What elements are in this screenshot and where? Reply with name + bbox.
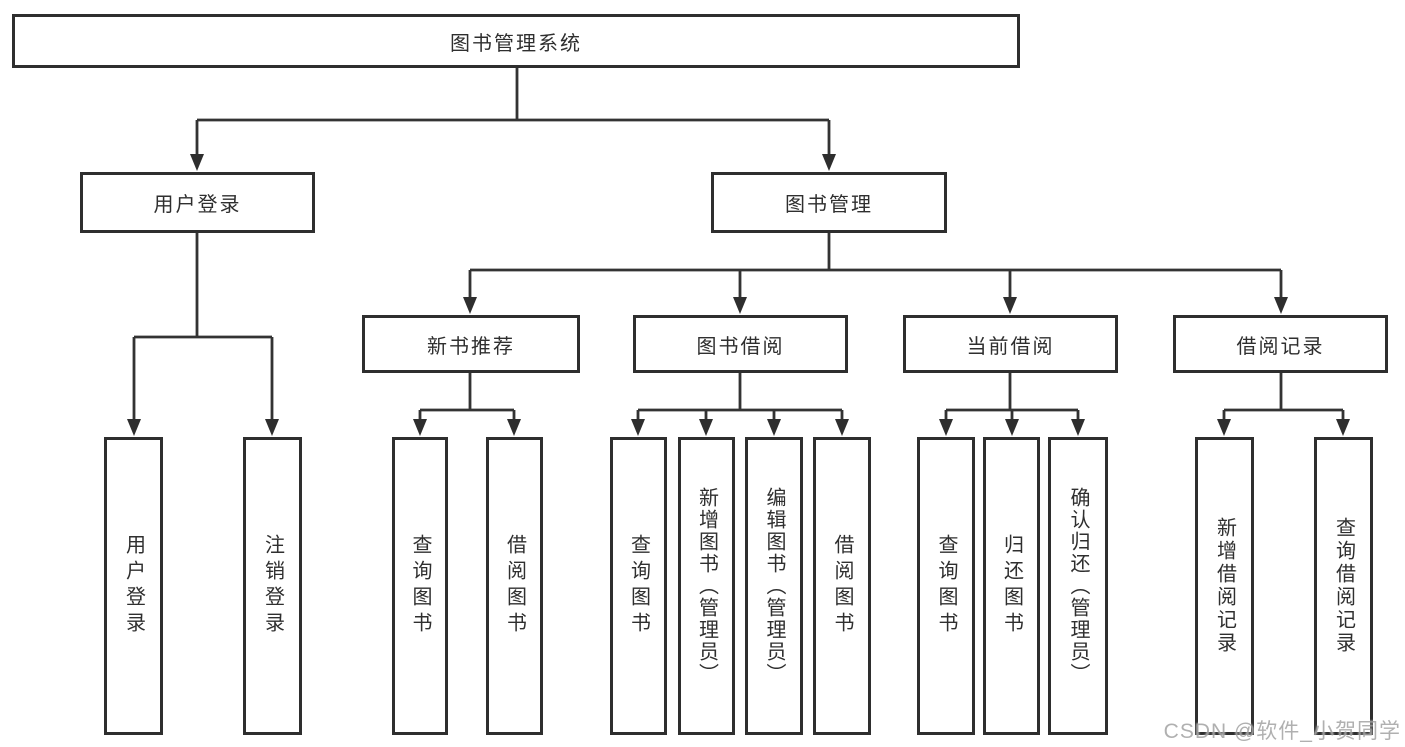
node-new-book-recommendation: 新书推荐 (362, 315, 580, 373)
leaf-edit-books-admin: 编辑图书（管理员） (745, 437, 803, 735)
node-library-management-system: 图书管理系统 (12, 14, 1020, 68)
leaf-borrow-books-recommend: 借阅图书 (486, 437, 543, 735)
leaf-query-borrow-record: 查询借阅记录 (1314, 437, 1373, 735)
leaf-query-books-recommend: 查询图书 (392, 437, 448, 735)
leaf-borrow-books: 借阅图书 (813, 437, 871, 735)
node-user-login: 用户登录 (80, 172, 315, 233)
node-book-management: 图书管理 (711, 172, 947, 233)
node-book-borrowing: 图书借阅 (633, 315, 848, 373)
leaf-confirm-return-admin: 确认归还（管理员） (1048, 437, 1108, 735)
leaf-add-borrow-record: 新增借阅记录 (1195, 437, 1254, 735)
node-current-borrowing: 当前借阅 (903, 315, 1118, 373)
csdn-watermark: CSDN @软件_小贺同学 (1163, 720, 1401, 743)
leaf-add-books-admin: 新增图书（管理员） (678, 437, 735, 735)
leaf-logout: 注销登录 (243, 437, 302, 735)
leaf-query-books-borrow: 查询图书 (610, 437, 667, 735)
leaf-query-books-current: 查询图书 (917, 437, 975, 735)
node-borrowing-records: 借阅记录 (1173, 315, 1388, 373)
leaf-user-login: 用户登录 (104, 437, 163, 735)
leaf-return-books: 归还图书 (983, 437, 1040, 735)
